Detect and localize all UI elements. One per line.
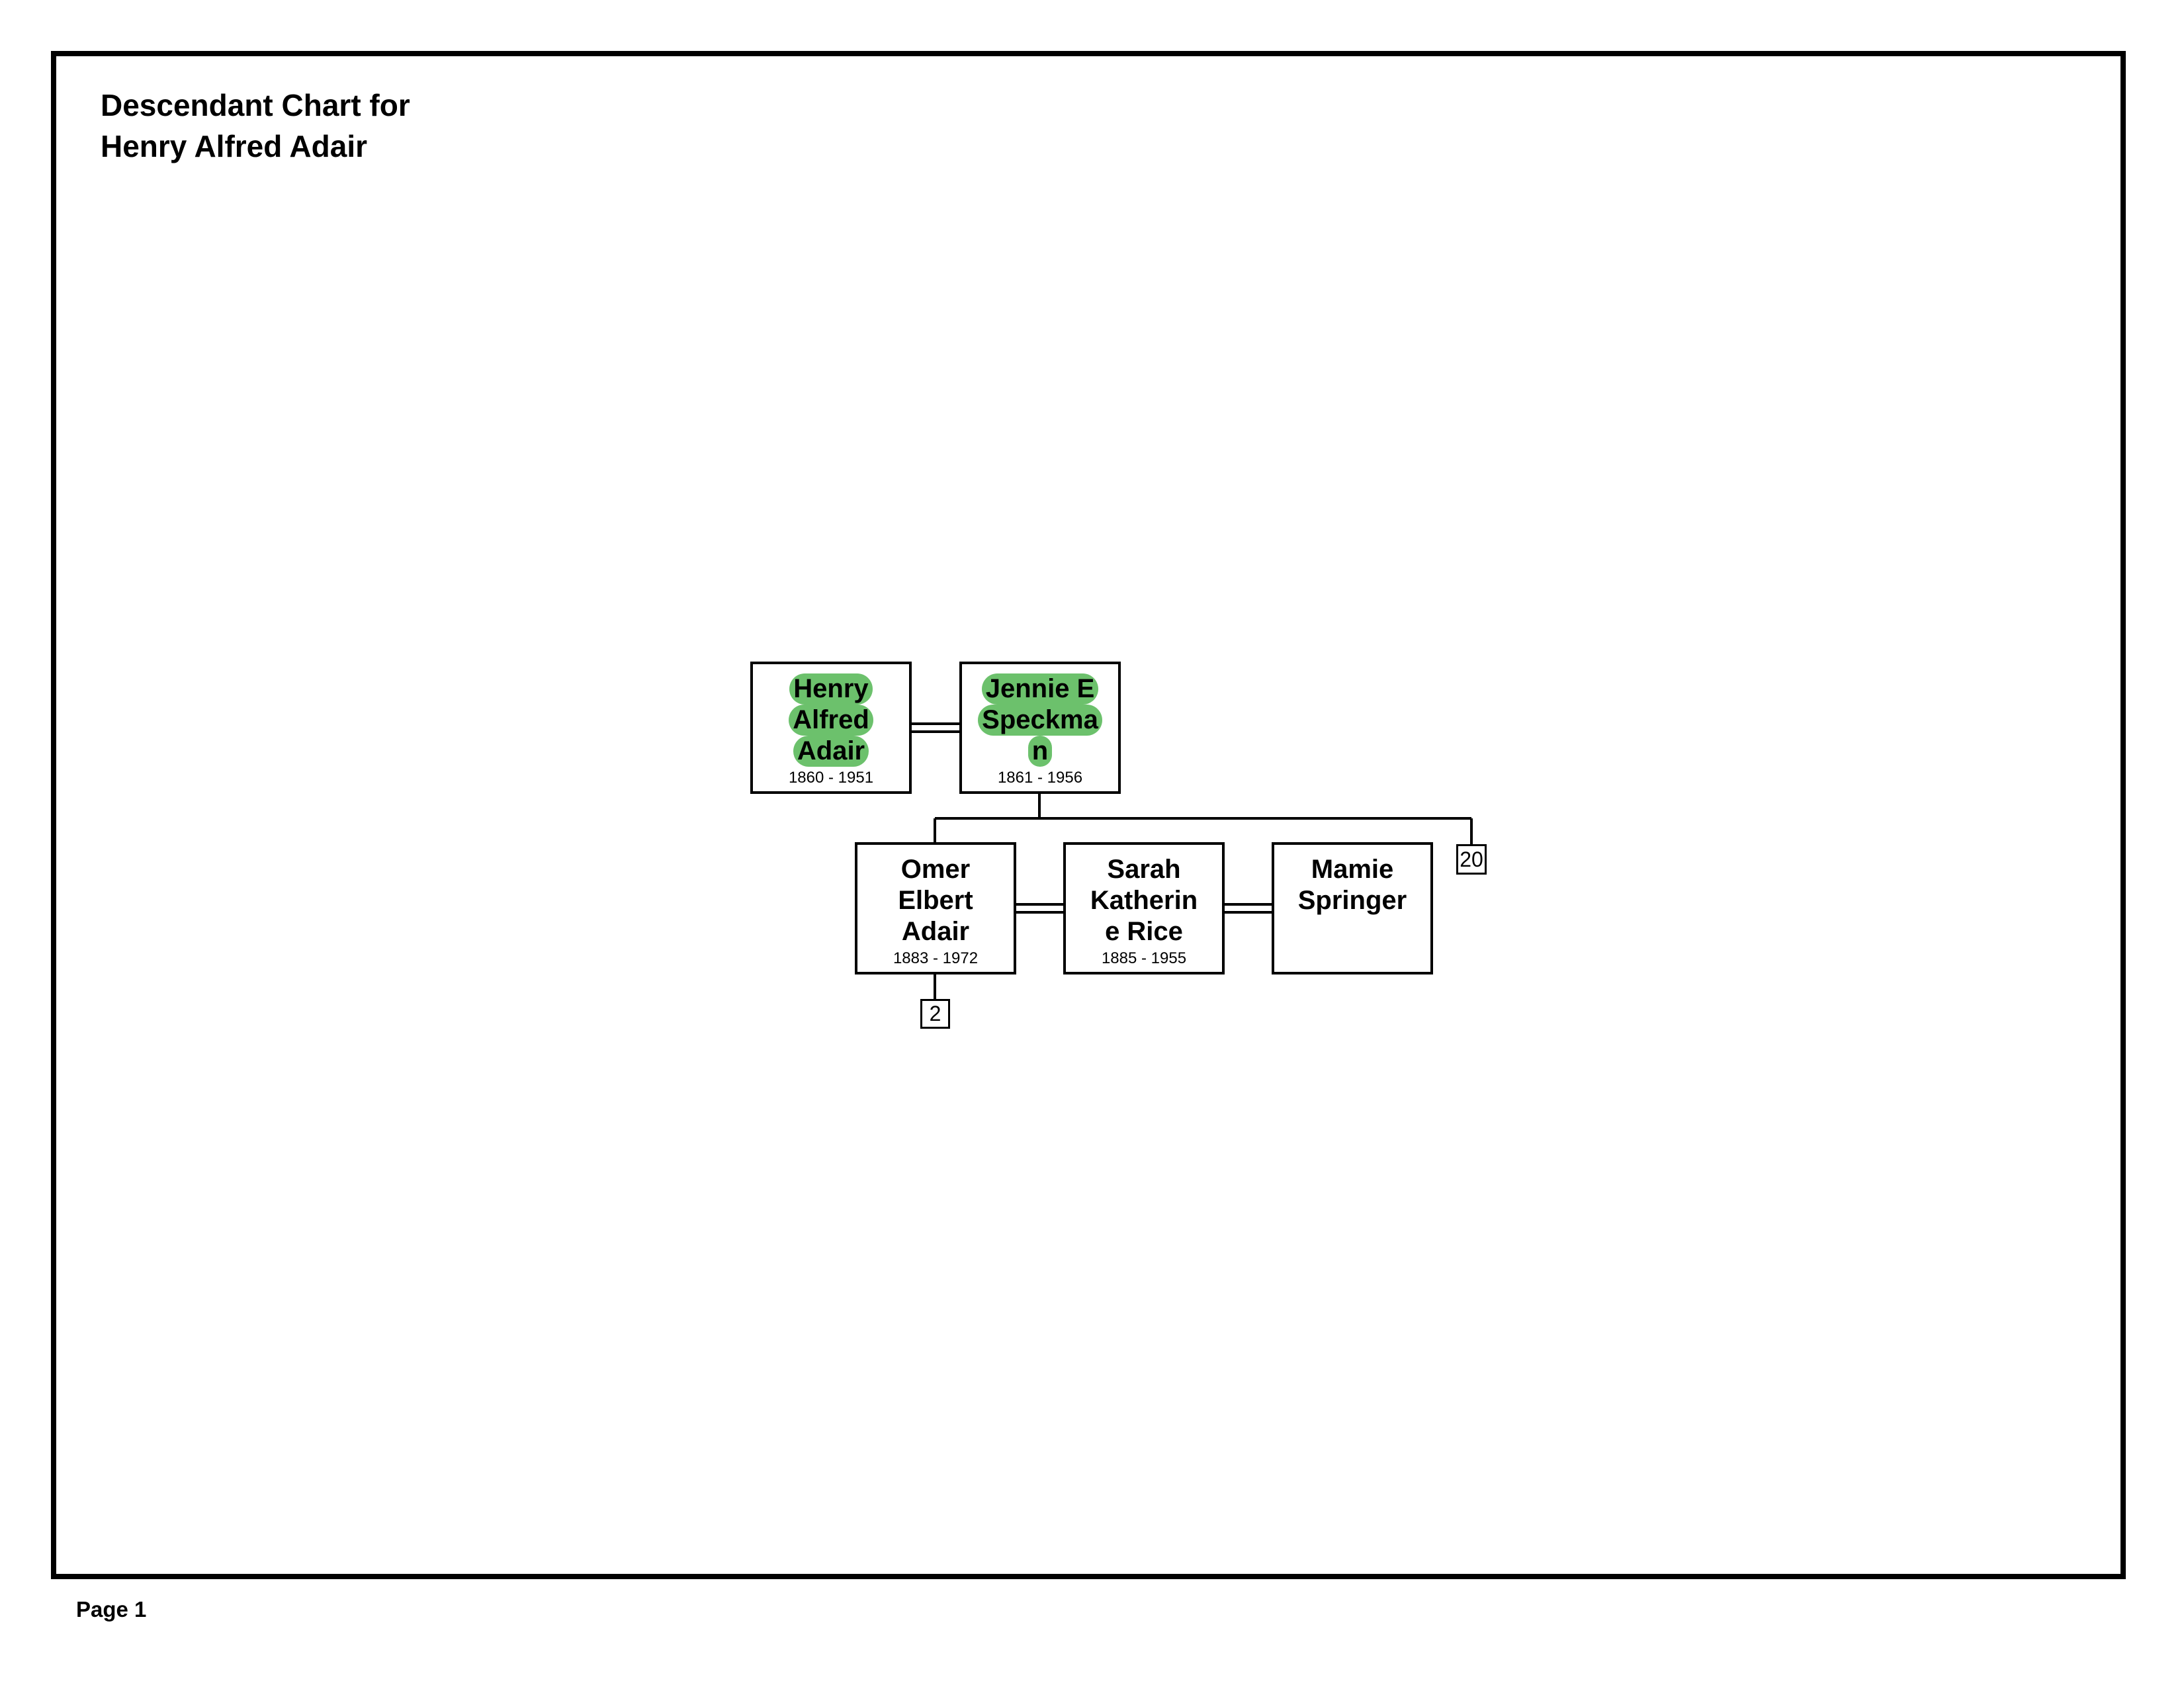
person-box-mamie-springer[interactable]: Mamie Springer: [1272, 842, 1433, 974]
name-line: Adair: [901, 917, 970, 946]
page-border: [51, 51, 2126, 1579]
name-line: Mamie: [1311, 855, 1394, 884]
name-line: Henry: [789, 673, 873, 705]
person-dates: 1860 - 1951: [788, 769, 874, 787]
person-box-henry-alfred-adair[interactable]: Henry Alfred Adair 1860 - 1951: [750, 662, 912, 794]
name-line: Alfred: [789, 705, 873, 736]
person-name: Jennie E Speckma n: [962, 673, 1118, 767]
person-box-sarah-katherine-rice[interactable]: Sarah Katherin e Rice 1885 - 1955: [1063, 842, 1225, 974]
name-line: e Rice: [1105, 917, 1183, 946]
name-line: Adair: [793, 736, 869, 767]
page-number: Page 1: [76, 1597, 147, 1622]
name-line: Jennie E: [981, 673, 1099, 705]
person-name: Omer Elbert Adair: [857, 854, 1014, 947]
person-box-jennie-e-speckman[interactable]: Jennie E Speckma n 1861 - 1956: [959, 662, 1121, 794]
continuation-marker-2[interactable]: 2: [920, 999, 950, 1029]
person-name: Henry Alfred Adair: [753, 673, 909, 767]
chart-title: Descendant Chart for Henry Alfred Adair: [101, 85, 410, 167]
name-line: Springer: [1297, 886, 1407, 915]
person-dates: 1883 - 1972: [893, 949, 979, 967]
person-dates: 1861 - 1956: [997, 769, 1083, 787]
name-line: Omer: [900, 855, 971, 884]
chart-title-line1: Descendant Chart for: [101, 88, 410, 122]
name-line: Katherin: [1090, 886, 1198, 915]
name-line: Speckma: [978, 705, 1102, 736]
person-name: Mamie Springer: [1274, 854, 1430, 916]
name-line: Sarah: [1107, 855, 1181, 884]
name-line: Elbert: [898, 886, 973, 915]
person-dates: 1885 - 1955: [1101, 949, 1187, 967]
chart-title-line2: Henry Alfred Adair: [101, 129, 368, 163]
name-line: n: [1027, 736, 1053, 767]
person-name: Sarah Katherin e Rice: [1066, 854, 1222, 947]
continuation-marker-20[interactable]: 20: [1456, 844, 1487, 875]
person-box-omer-elbert-adair[interactable]: Omer Elbert Adair 1883 - 1972: [855, 842, 1016, 974]
